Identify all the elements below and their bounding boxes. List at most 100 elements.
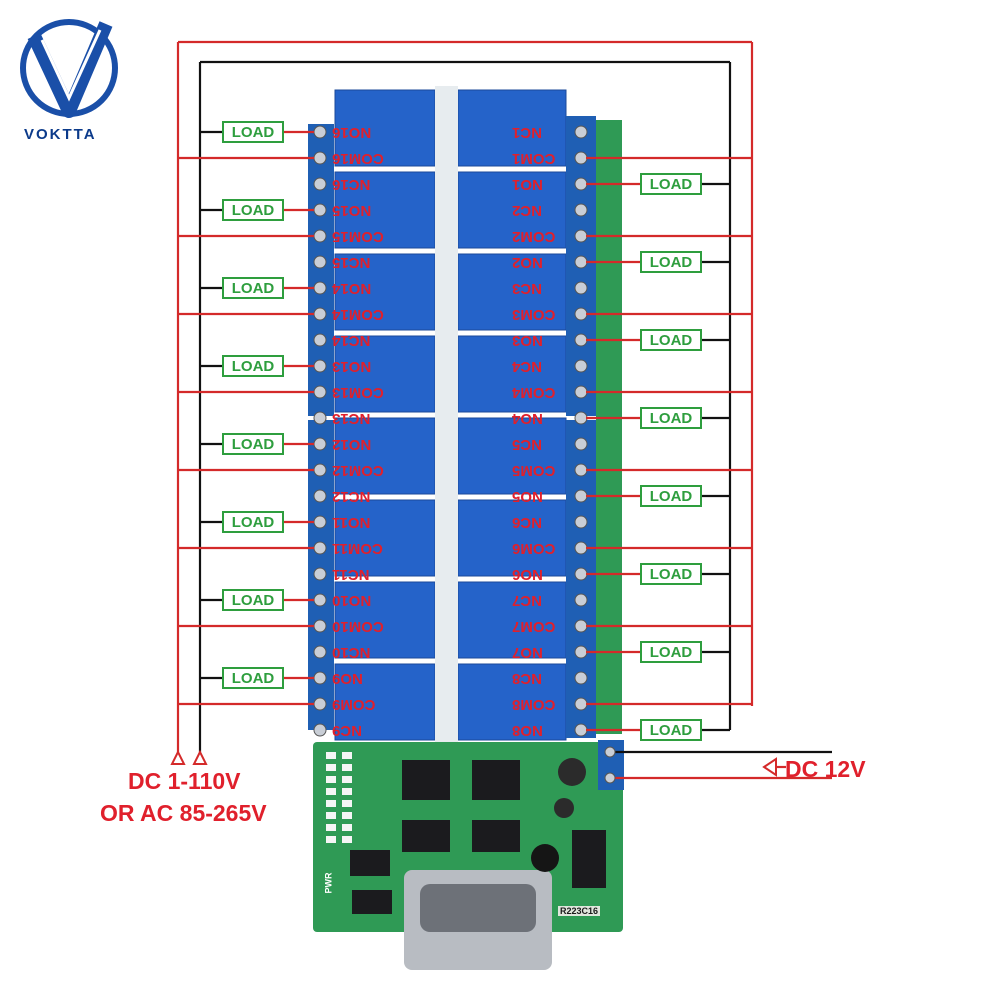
- load-box-left-2: LOAD: [222, 199, 284, 221]
- screw-right-NO5: [574, 489, 588, 503]
- screw-right-NC7: [574, 593, 588, 607]
- screw-right-NO6: [574, 567, 588, 581]
- screw-left-COM16: [313, 151, 327, 165]
- load-box-right-2: LOAD: [640, 251, 702, 273]
- relay-right-4: [457, 335, 567, 413]
- terminal-label-com7: COM7: [512, 618, 556, 635]
- terminal-label-com5: COM5: [512, 462, 556, 479]
- inductor: [531, 844, 559, 872]
- terminal-label-nc13: NC13: [332, 410, 371, 427]
- terminal-label-no7: NO7: [512, 644, 543, 661]
- screw-right-COM2: [574, 229, 588, 243]
- terminal-label-no6: NO6: [512, 566, 543, 583]
- relay-left-12: [334, 417, 436, 495]
- screw-right-NC2: [574, 203, 588, 217]
- relay-left-15: [334, 171, 436, 249]
- screw-left-NC10: [313, 645, 327, 659]
- terminal-label-nc12: NC12: [332, 488, 371, 505]
- terminal-label-no11: NO11: [332, 514, 371, 531]
- screw-left-NO12: [313, 437, 327, 451]
- screw-right-COM1: [574, 151, 588, 165]
- screw-left-COM10: [313, 619, 327, 633]
- load-box-right-1: LOAD: [640, 173, 702, 195]
- screw-right-NC5: [574, 437, 588, 451]
- terminal-label-nc5: NC5: [512, 436, 543, 453]
- terminal-label-no13: NO13: [332, 358, 372, 375]
- load-supply-label-line1: DC 1-110V: [128, 768, 241, 794]
- ic-chip-6: [352, 890, 392, 914]
- screw-right-NC8: [574, 671, 588, 685]
- ic-chip-1: [472, 760, 520, 800]
- screw-left-NC16: [313, 177, 327, 191]
- capacitor-1: [558, 758, 586, 786]
- screw-left-NC13: [313, 411, 327, 425]
- screw-right-COM8: [574, 697, 588, 711]
- terminal-label-no8: NO8: [512, 722, 543, 739]
- screw-right-NO7: [574, 645, 588, 659]
- load-box-left-7: LOAD: [222, 589, 284, 611]
- terminal-label-nc8: NC8: [512, 670, 543, 687]
- terminal-label-com12: COM12: [332, 462, 384, 479]
- screw-left-COM13: [313, 385, 327, 399]
- terminal-label-com1: COM1: [512, 150, 556, 167]
- screw-right-NC4: [574, 359, 588, 373]
- terminal-label-nc2: NC2: [512, 202, 543, 219]
- screw-right-COM6: [574, 541, 588, 555]
- terminal-label-no1: NO1: [512, 176, 543, 193]
- ic-chip-0: [402, 760, 450, 800]
- load-box-right-8: LOAD: [640, 719, 702, 741]
- screw-right-NO8: [574, 723, 588, 737]
- terminal-label-com2: COM2: [512, 228, 556, 245]
- terminal-label-no4: NO4: [512, 410, 543, 427]
- load-box-left-4: LOAD: [222, 355, 284, 377]
- terminal-label-no3: NO3: [512, 332, 543, 349]
- load-box-right-4: LOAD: [640, 407, 702, 429]
- terminal-label-no9: NO9: [332, 670, 363, 687]
- terminal-label-no10: NO10: [332, 592, 372, 609]
- screw-left-COM15: [313, 229, 327, 243]
- screw-right-NC3: [574, 281, 588, 295]
- board-supply-label: DC 12V: [785, 756, 866, 782]
- terminal-label-com15: COM15: [332, 228, 384, 245]
- relay-left-13: [334, 335, 436, 413]
- screw-left-NO10: [313, 593, 327, 607]
- relay-pcb-gap: [435, 86, 458, 742]
- status-led-b-4: [342, 800, 352, 807]
- terminal-label-nc10: NC10: [332, 644, 371, 661]
- terminal-label-no5: NO5: [512, 488, 543, 505]
- terminal-label-nc11: NC11: [332, 566, 370, 583]
- terminal-label-com3: COM3: [512, 306, 556, 323]
- status-led-b-0: [342, 752, 352, 759]
- ic-chip-3: [472, 820, 520, 852]
- terminal-label-no16: NO16: [332, 124, 372, 141]
- screw-left-NC12: [313, 489, 327, 503]
- status-led-3: [326, 788, 336, 795]
- screw-left-NC9: [313, 723, 327, 737]
- terminal-label-com10: COM10: [332, 618, 384, 635]
- screw-left-NO14: [313, 281, 327, 295]
- screw-left-NC14: [313, 333, 327, 347]
- terminal-label-no14: NO14: [332, 280, 372, 297]
- screw-left-NO15: [313, 203, 327, 217]
- brand-name: VOKTTA: [24, 126, 97, 143]
- load-box-right-6: LOAD: [640, 563, 702, 585]
- status-led-7: [326, 836, 336, 843]
- screw-right-NO1: [574, 177, 588, 191]
- screw-power-1: [604, 746, 616, 758]
- load-box-right-3: LOAD: [640, 329, 702, 351]
- relay-left-16: [334, 89, 436, 167]
- terminal-label-no12: NO12: [332, 436, 372, 453]
- terminal-label-no2: NO2: [512, 254, 543, 271]
- ic-chip-2: [402, 820, 450, 852]
- load-supply-label-line2: OR AC 85-265V: [100, 800, 267, 826]
- screw-left-COM9: [313, 697, 327, 711]
- load-box-left-6: LOAD: [222, 511, 284, 533]
- screw-left-COM11: [313, 541, 327, 555]
- screw-left-COM12: [313, 463, 327, 477]
- terminal-label-com14: COM14: [332, 306, 384, 323]
- relay-right-8: [457, 663, 567, 741]
- terminal-label-com11: COM11: [332, 540, 383, 557]
- status-led-b-1: [342, 764, 352, 771]
- status-led-5: [326, 812, 336, 819]
